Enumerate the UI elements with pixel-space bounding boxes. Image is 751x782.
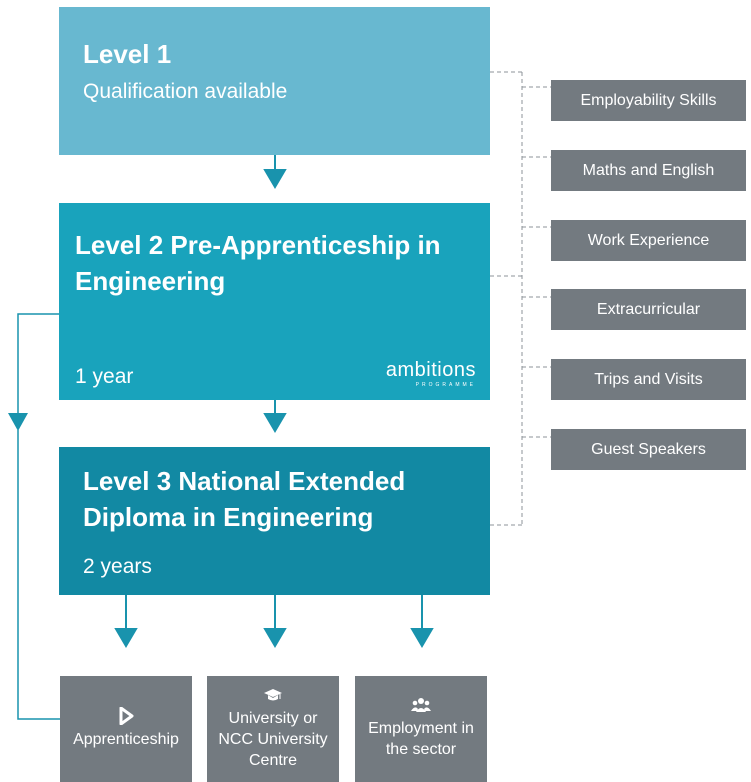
level-1-box: Level 1 Qualification available xyxy=(59,7,490,155)
level-1-title: Level 1 xyxy=(83,39,172,69)
bypass-line-bottom xyxy=(17,430,60,720)
enrichment-trips-visits: Trips and Visits xyxy=(551,359,746,400)
outcome-employment: Employment in the sector xyxy=(355,676,487,782)
brand-tag: PROGRAMME xyxy=(415,382,476,388)
arrow-l1-l2 xyxy=(263,169,287,189)
level-2-title: Level 2 Pre-Apprenticeship in Engineerin… xyxy=(75,230,441,296)
level-1-subtitle: Qualification available xyxy=(83,80,288,103)
level-3-title: Level 3 National Extended Diploma in Eng… xyxy=(83,466,406,532)
arrow-out3 xyxy=(410,628,434,648)
bypass-arrow xyxy=(8,413,28,431)
brand-name: ambitions xyxy=(385,359,476,381)
level-3-box: Level 3 National Extended Diploma in Eng… xyxy=(59,447,490,595)
graduation-cap-icon xyxy=(264,688,282,700)
bypass-line xyxy=(17,313,59,413)
outcome-apprenticeship: Apprenticeship xyxy=(60,676,192,782)
enrichment-guest-speakers: Guest Speakers xyxy=(551,429,746,470)
enrichment-maths-english: Maths and English xyxy=(551,150,746,191)
arrow-l2-l3 xyxy=(263,413,287,433)
arrow-out1 xyxy=(114,628,138,648)
outcome-apprenticeship-label: Apprenticeship xyxy=(73,730,179,748)
enrichment-work-experience: Work Experience xyxy=(551,220,746,261)
enrichment-employability-skills: Employability Skills xyxy=(551,80,746,121)
level-2-box: Level 2 Pre-Apprenticeship in Engineerin… xyxy=(59,203,490,400)
outcome-university-label: University or NCC University Centre xyxy=(218,709,328,769)
level-2-duration: 1 year xyxy=(75,365,134,388)
level-3-duration: 2 years xyxy=(83,555,152,578)
outcome-university: University or NCC University Centre xyxy=(207,676,339,782)
ambitions-logo: ambitions PROGRAMME xyxy=(386,359,476,389)
outcome-employment-label: Employment in the sector xyxy=(368,720,474,758)
arrow-out2 xyxy=(263,628,287,648)
play-icon xyxy=(119,706,134,725)
people-icon xyxy=(411,698,431,712)
enrichment-extracurricular: Extracurricular xyxy=(551,289,746,330)
